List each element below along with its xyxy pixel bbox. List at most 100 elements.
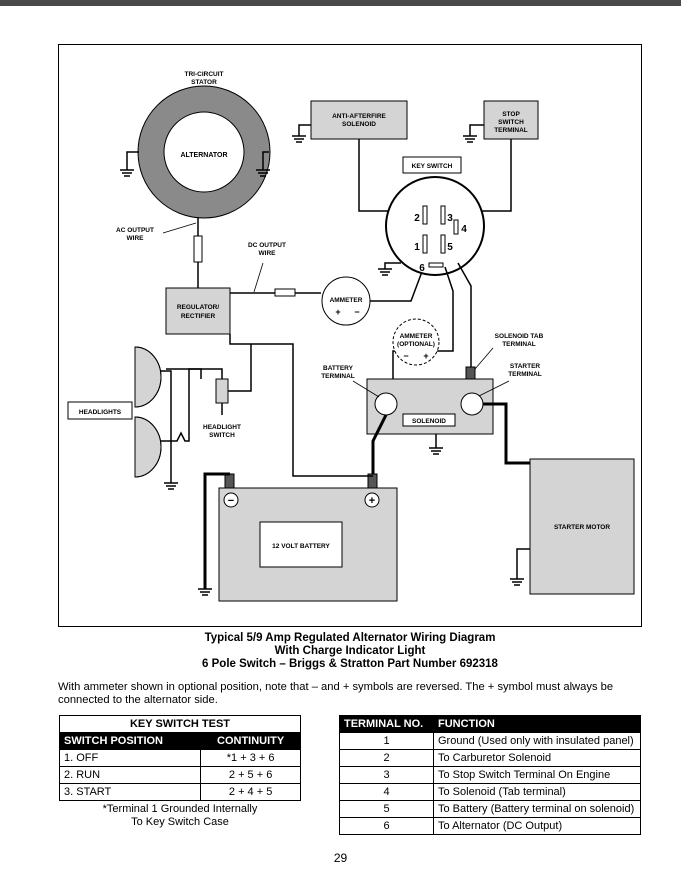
ammeter-optional-minus: − bbox=[403, 351, 408, 361]
battery-terminal-label-2: TERMINAL bbox=[321, 373, 355, 380]
anti-afterfire-label-1: ANTI-AFTERFIRE bbox=[332, 113, 386, 120]
function-header: FUNCTION bbox=[433, 715, 641, 733]
terminal-no-cell: 5 bbox=[339, 800, 434, 818]
dc-output-label-2: WIRE bbox=[259, 250, 277, 257]
key-switch-footnote: *Terminal 1 Grounded Internally To Key S… bbox=[59, 803, 301, 829]
switch-position-cell: 3. START bbox=[58, 783, 202, 801]
ammeter-optional-plus: + bbox=[423, 351, 428, 361]
alternator bbox=[137, 85, 271, 219]
switch-position-cell: 1. OFF bbox=[58, 749, 202, 767]
continuity-header: CONTINUITY bbox=[200, 732, 301, 750]
headlights bbox=[134, 346, 162, 478]
footnote-line-1: *Terminal 1 Grounded Internally bbox=[102, 803, 258, 815]
pin-5-label: 5 bbox=[447, 242, 453, 253]
function-cell: To Carburetor Solenoid bbox=[433, 749, 641, 767]
battery-label: 12 VOLT BATTERY bbox=[272, 543, 330, 550]
ammeter-optional-label-2: (OPTIONAL) bbox=[397, 341, 435, 348]
anti-afterfire-solenoid bbox=[310, 100, 408, 140]
battery-terminal-label-1: BATTERY bbox=[323, 365, 354, 372]
dc-connector bbox=[274, 288, 296, 297]
table-row: 2. RUN 2 + 5 + 6 bbox=[58, 766, 301, 784]
function-cell: To Battery (Battery terminal on solenoid… bbox=[433, 800, 641, 818]
key-switch-label: KEY SWITCH bbox=[412, 163, 453, 170]
regulator-label-2: RECTIFIER bbox=[181, 313, 216, 320]
function-cell: To Stop Switch Terminal On Engine bbox=[433, 766, 641, 784]
battery-positive: + bbox=[369, 495, 375, 507]
pin-2-label: 2 bbox=[414, 213, 420, 224]
top-border bbox=[0, 0, 681, 6]
ground-symbol bbox=[509, 578, 525, 586]
caption-line-1: Typical 5/9 Amp Regulated Alternator Wir… bbox=[204, 632, 496, 644]
pin-1-label: 1 bbox=[414, 242, 420, 253]
headlights-label: HEADLIGHTS bbox=[79, 409, 122, 416]
stop-switch-label-2: SWITCH bbox=[498, 119, 524, 126]
solenoid-label-box bbox=[402, 413, 456, 427]
continuity-cell: *1 + 3 + 6 bbox=[200, 749, 301, 767]
headlight-switch-label-2: SWITCH bbox=[209, 432, 235, 439]
footnote-line-2: To Key Switch Case bbox=[131, 816, 229, 828]
stop-switch-label-1: STOP bbox=[502, 111, 520, 118]
terminal-no-cell: 6 bbox=[339, 817, 434, 835]
wiring-diagram-svg: TRI-CIRCUIT STATOR ALTERNATOR AC OUTPUT … bbox=[67, 71, 635, 602]
ground-symbol bbox=[291, 135, 307, 143]
ground-symbol bbox=[119, 169, 135, 177]
switch-position-cell: 2. RUN bbox=[58, 766, 202, 784]
ammeter-plus: + bbox=[335, 307, 340, 317]
regulator-rectifier bbox=[165, 287, 231, 335]
terminal-no-cell: 2 bbox=[339, 749, 434, 767]
ac-connector bbox=[193, 235, 203, 263]
function-cell: To Alternator (DC Output) bbox=[433, 817, 641, 835]
continuity-cell: 2 + 4 + 5 bbox=[200, 783, 301, 801]
caption-line-2: With Charge Indicator Light bbox=[274, 645, 426, 657]
starter-terminal-label-1: STARTER bbox=[510, 363, 541, 370]
starter-terminal-label-2: TERMINAL bbox=[508, 371, 542, 378]
function-cell: To Solenoid (Tab terminal) bbox=[433, 783, 641, 801]
headlight-switch bbox=[215, 378, 229, 404]
continuity-cell: 2 + 5 + 6 bbox=[200, 766, 301, 784]
ac-output-label-1: AC OUTPUT bbox=[116, 227, 154, 234]
ammeter-label: AMMETER bbox=[330, 297, 363, 304]
function-cell: Ground (Used only with insulated panel) bbox=[433, 732, 641, 750]
starter-motor bbox=[529, 458, 635, 595]
starter-motor-label: STARTER MOTOR bbox=[554, 524, 610, 531]
terminal-no-cell: 3 bbox=[339, 766, 434, 784]
ground-symbol bbox=[428, 447, 444, 455]
alternator-label: ALTERNATOR bbox=[180, 152, 227, 159]
battery-negative: − bbox=[228, 495, 234, 507]
regulator-label-1: REGULATOR/ bbox=[177, 304, 220, 311]
headlights-label-box bbox=[67, 401, 133, 420]
ground-symbol bbox=[163, 482, 179, 490]
caption-line-3: 6 Pole Switch – Briggs & Stratton Part N… bbox=[202, 658, 498, 670]
terminal-no-header: TERMINAL NO. bbox=[339, 715, 434, 733]
terminal-no-cell: 4 bbox=[339, 783, 434, 801]
stator-label-1: TRI-CIRCUIT bbox=[185, 71, 224, 78]
key-switch bbox=[385, 176, 485, 276]
dc-output-label-1: DC OUTPUT bbox=[248, 242, 286, 249]
solenoid-tab-terminal bbox=[465, 366, 476, 380]
wiring-diagram: TRI-CIRCUIT STATOR ALTERNATOR AC OUTPUT … bbox=[58, 44, 642, 627]
stop-switch-terminal bbox=[483, 100, 539, 140]
ground-symbol bbox=[377, 268, 393, 276]
ammeter-optional-label-1: AMMETER bbox=[400, 333, 433, 340]
ground-symbol bbox=[197, 588, 213, 596]
stator-label-2: STATOR bbox=[191, 79, 217, 86]
ammeter-minus: − bbox=[354, 307, 359, 317]
pin-4-label: 4 bbox=[461, 224, 467, 235]
anti-afterfire-label-2: SOLENOID bbox=[342, 121, 376, 128]
ground-symbol bbox=[462, 135, 478, 143]
table-row: 1. OFF *1 + 3 + 6 bbox=[58, 749, 301, 767]
table-row: 3. START 2 + 4 + 5 bbox=[58, 783, 301, 801]
ammeter-optional bbox=[392, 318, 440, 366]
key-switch-test-table: KEY SWITCH TEST SWITCH POSITION CONTINUI… bbox=[58, 715, 301, 801]
battery-label-box bbox=[259, 521, 343, 568]
page-number: 29 bbox=[333, 851, 348, 865]
key-switch-label-box bbox=[402, 156, 462, 174]
solenoid-tab-label-1: SOLENOID TAB bbox=[495, 333, 544, 340]
key-switch-test-title: KEY SWITCH TEST bbox=[59, 715, 301, 733]
